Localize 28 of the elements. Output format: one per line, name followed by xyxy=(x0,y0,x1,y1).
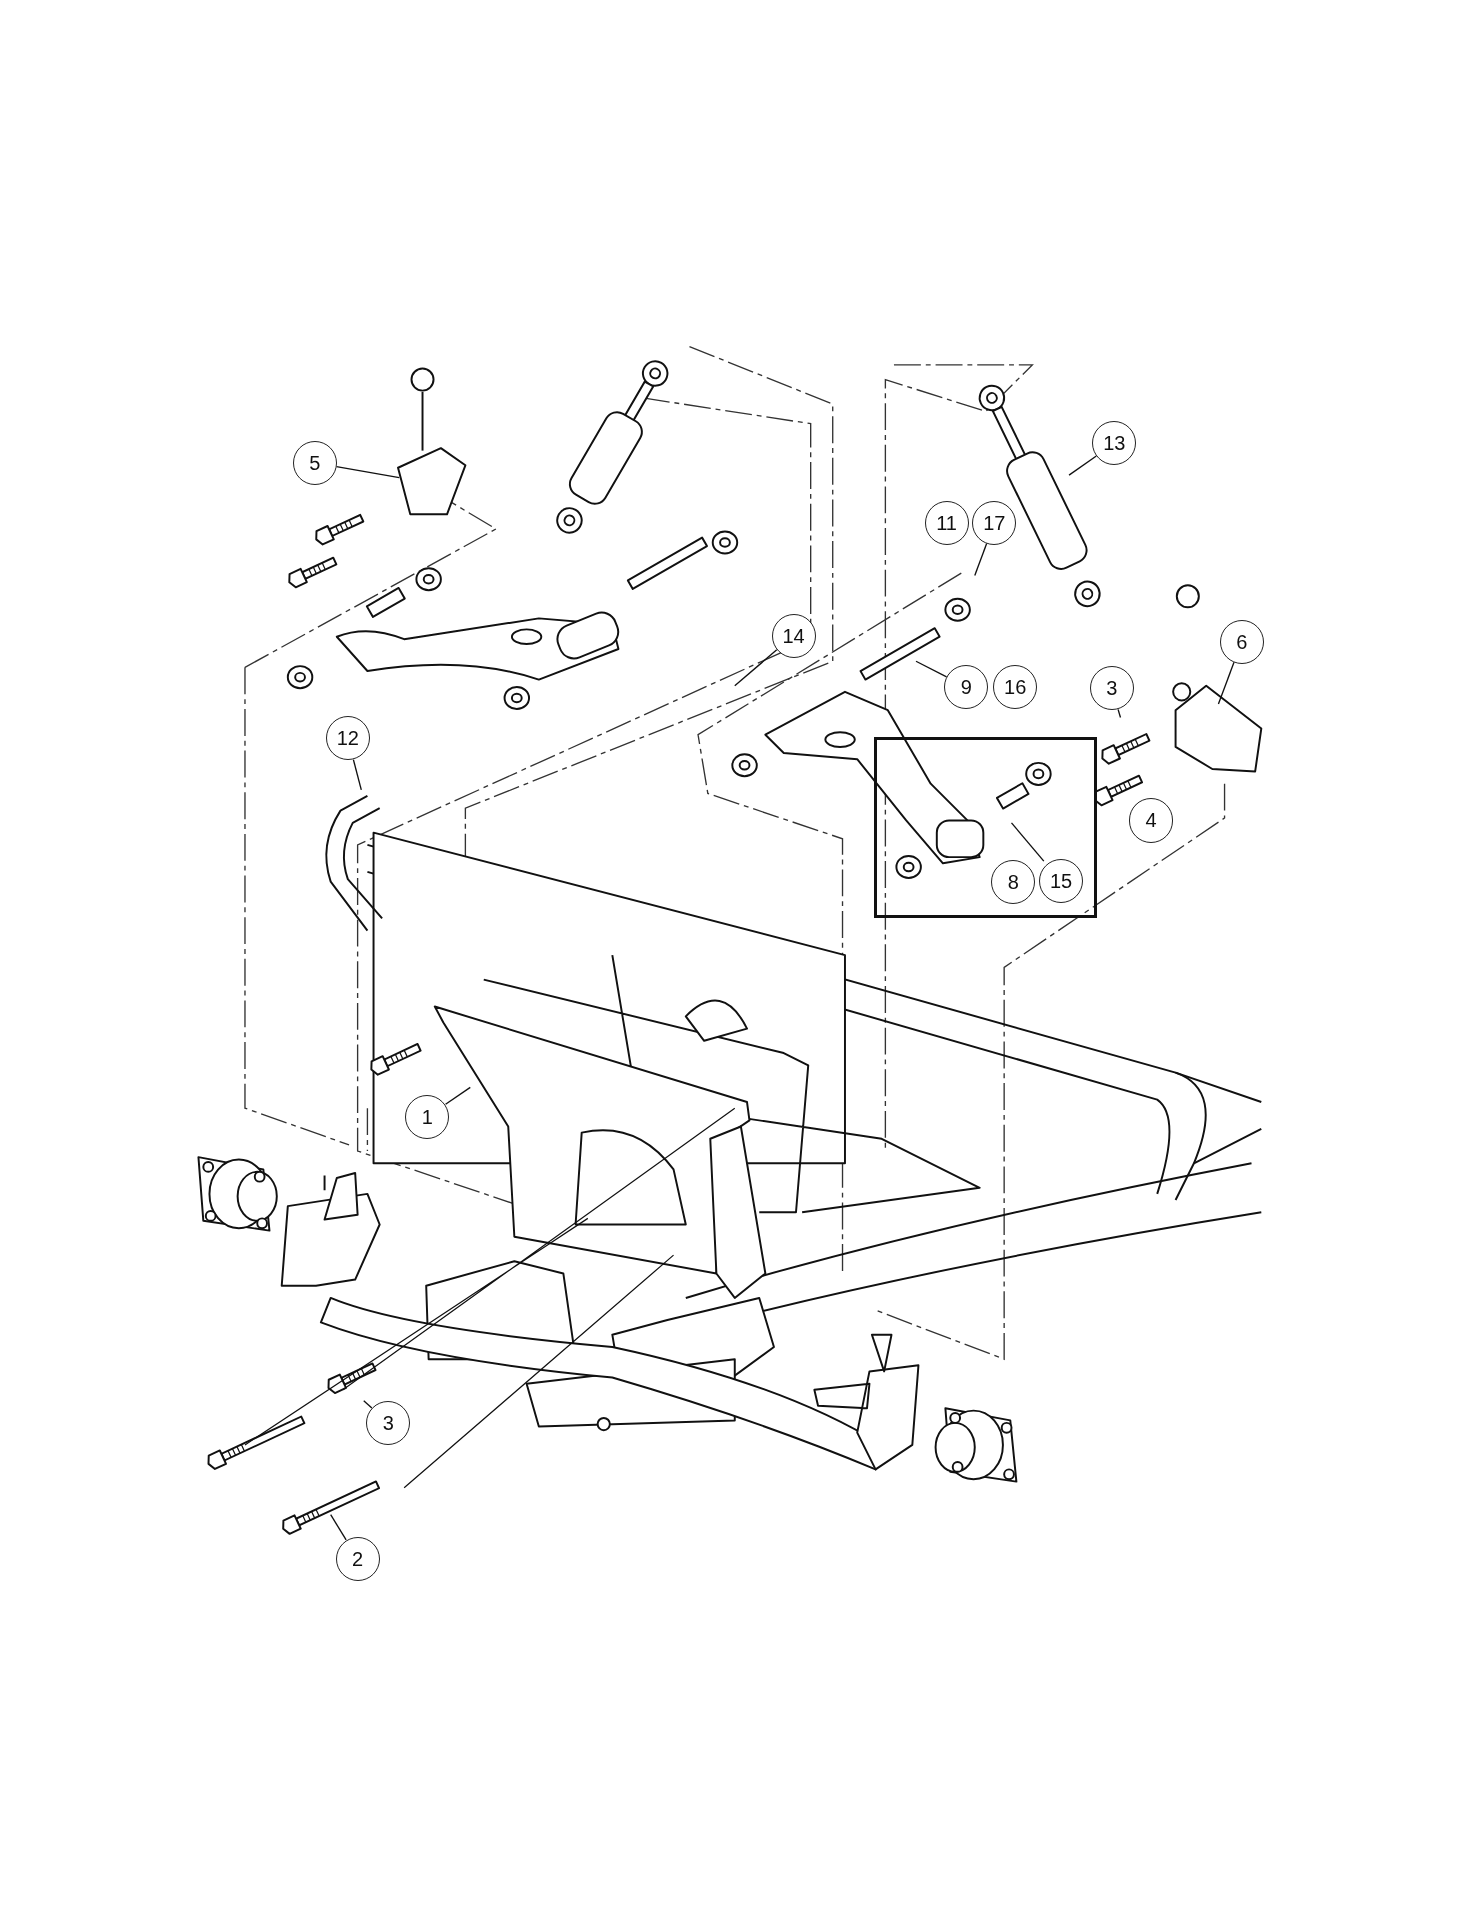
leader-line xyxy=(444,1086,471,1105)
callout-number: 14 xyxy=(771,613,816,658)
callout-number: 15 xyxy=(1039,859,1084,904)
callout-number: 3 xyxy=(366,1400,411,1445)
callout-number: 13 xyxy=(1092,421,1137,466)
callout-number: 11 xyxy=(924,500,969,545)
leader-line xyxy=(915,660,948,678)
leader-line xyxy=(335,465,400,479)
callout-number: 4 xyxy=(1129,798,1174,843)
callout-number: 16 xyxy=(993,664,1038,710)
leader-line xyxy=(1010,822,1045,862)
callout-number: 6 xyxy=(1219,619,1264,664)
frame-box xyxy=(874,737,1098,919)
callout-number: 3 xyxy=(1089,666,1134,711)
leader-line xyxy=(974,542,988,577)
leader-line xyxy=(1117,708,1122,719)
callout-number: 8 xyxy=(991,860,1036,905)
callout-number: 5 xyxy=(292,440,337,485)
leader-line xyxy=(1217,661,1235,705)
leader-line xyxy=(1068,455,1097,476)
callout-number: 2 xyxy=(335,1536,380,1581)
leader-line xyxy=(363,1400,373,1409)
callout-number: 9 xyxy=(944,664,989,710)
leader-line xyxy=(734,649,778,687)
leader-line xyxy=(352,759,362,791)
leader-line xyxy=(330,1514,347,1541)
callout-number: 12 xyxy=(325,716,370,761)
callout-number: 17 xyxy=(972,500,1017,545)
